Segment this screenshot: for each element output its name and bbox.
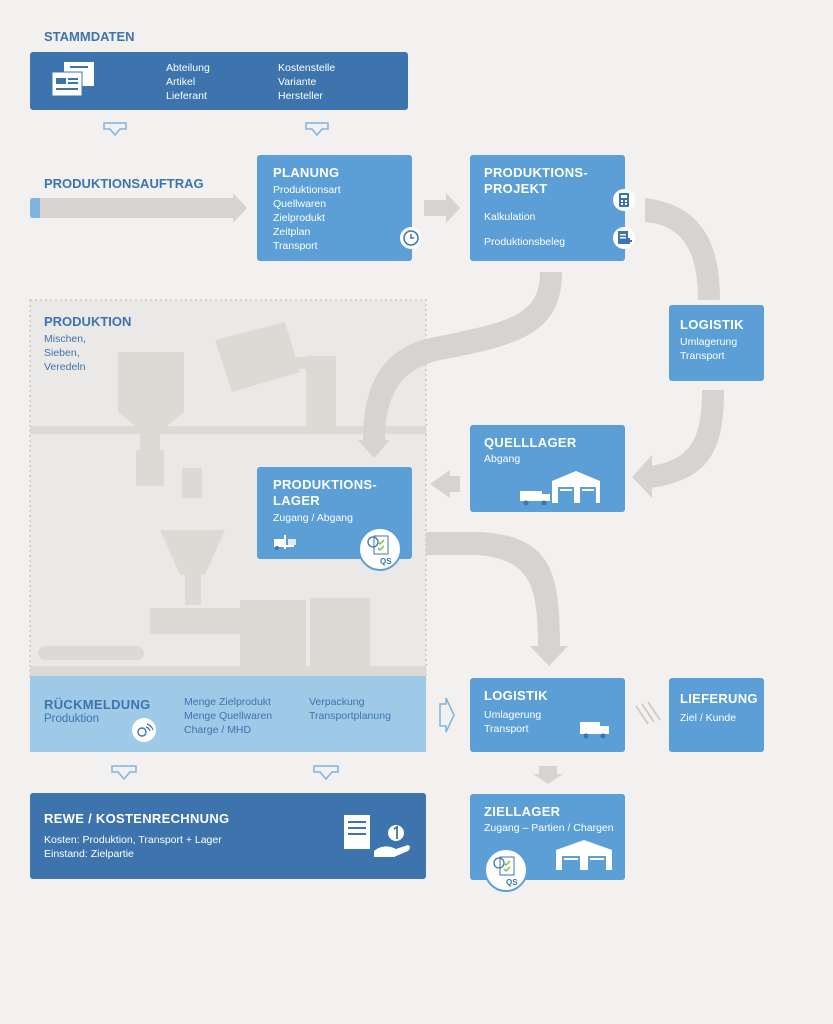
planung-item: Quellwaren [273,198,327,210]
warehouse-icon [556,840,612,870]
qs-check-icon [493,856,515,876]
quelllager-title: QUELLLAGER [484,435,577,450]
stammdaten-item: Lieferant [166,90,207,102]
hollow-arrows [103,122,455,781]
planung-title: PLANUNG [273,165,340,180]
stammdaten-item: Artikel [166,76,196,88]
lieferung-title: LIEFERUNG [680,691,758,706]
logistik-top-title: LOGISTIK [680,317,744,332]
machine-illustration [30,322,426,676]
planung-item: Produktionsart [273,184,341,196]
qs-label: QS [380,557,392,566]
rewe-box: REWE / KOSTENRECHNUNG Kosten: Produktion… [30,793,426,879]
logistik-bottom-item: Transport [484,723,529,735]
calculator-icon [613,189,635,211]
rueckmeldung-box: RÜCKMELDUNG Produktion Menge Zielprodukt… [30,676,426,752]
stammdaten-item: Hersteller [278,90,323,102]
quelllager-box: QUELLLAGER Abgang [470,425,625,512]
projekt-item: Kalkulation [484,211,536,223]
rewe-item: Einstand: Zielpartie [44,848,134,860]
stammdaten-item: Abteilung [166,62,210,74]
rewe-title: REWE / KOSTENRECHNUNG [44,811,230,826]
projekt-title-line2: PROJEKT [484,181,548,196]
feedback-icon [132,718,156,742]
forklift-icon [274,535,296,550]
planung-item: Zeitplan [273,226,311,238]
planung-item: Transport [273,240,318,252]
lieferung-sub: Ziel / Kunde [680,712,737,724]
documents-icon [51,62,94,97]
logistik-bottom-box: LOGISTIK Umlagerung Transport [470,678,625,752]
stammdaten-box: Abteilung Artikel Lieferant Kostenstelle… [30,52,408,110]
auftrag-start-marker [30,198,40,218]
rueckmeldung-item: Charge / MHD [184,724,252,736]
rewe-item: Kosten: Produktion, Transport + Lager [44,834,222,846]
projekt-item: Produktionsbeleg [484,236,566,248]
clock-icon [400,227,422,249]
rueckmeldung-item: Menge Quellwaren [184,710,273,722]
qs-badge: QS [358,527,402,571]
produktion-title: PRODUKTION [44,314,132,329]
qs-check-icon [367,535,389,555]
logistik-bottom-item: Umlagerung [484,709,542,721]
rueckmeldung-sub: Produktion [44,713,99,725]
invoice-payment-icon [344,815,410,857]
produktionslager-title-line2: LAGER [273,493,320,508]
warehouse-truck-icon [520,471,600,506]
planung-box: PLANUNG Produktionsart Quellwaren Zielpr… [257,155,422,261]
logistik-top-item: Transport [680,350,725,362]
rueckmeldung-item: Transportplanung [309,710,391,722]
truck-icon [580,722,609,739]
rueckmeldung-item: Verpackung [309,696,365,708]
logistik-top-item: Umlagerung [680,336,738,348]
projekt-title-line1: PRODUKTIONS- [484,165,588,180]
produktion-item: Veredeln [44,361,86,373]
grey-arrows [30,193,724,784]
qs-label: QS [506,878,518,887]
rueckmeldung-title: RÜCKMELDUNG [44,697,151,712]
ziellager-title: ZIELLAGER [484,804,561,819]
produktionslager-sub: Zugang / Abgang [273,512,353,524]
planung-item: Zielprodukt [273,212,325,224]
qs-badge: QS [484,848,528,892]
produktionslager-box: PRODUKTIONS- LAGER Zugang / Abgang QS [257,467,412,571]
logistik-bottom-title: LOGISTIK [484,688,548,703]
stammdaten-item: Kostenstelle [278,62,336,74]
produktion-item: Sieben, [44,347,80,359]
lieferung-connector [635,701,661,725]
rueckmeldung-item: Menge Zielprodukt [184,696,271,708]
stammdaten-label: STAMMDATEN [44,29,135,44]
quelllager-sub: Abgang [484,453,521,465]
ziellager-sub: Zugang – Partien / Chargen [484,822,614,834]
produktionsauftrag-label: PRODUKTIONSAUFTRAG [44,176,204,191]
ziellager-box: ZIELLAGER Zugang – Partien / Chargen QS [470,794,625,892]
stammdaten-item: Variante [278,76,317,88]
lieferung-box: LIEFERUNG Ziel / Kunde [669,678,764,752]
logistik-top-box: LOGISTIK Umlagerung Transport [669,305,764,381]
document-add-icon [613,227,635,249]
produktionslager-title-line1: PRODUKTIONS- [273,477,377,492]
projekt-box: PRODUKTIONS- PROJEKT Kalkulation Produkt… [470,155,635,261]
produktion-item: Mischen, [44,333,87,345]
